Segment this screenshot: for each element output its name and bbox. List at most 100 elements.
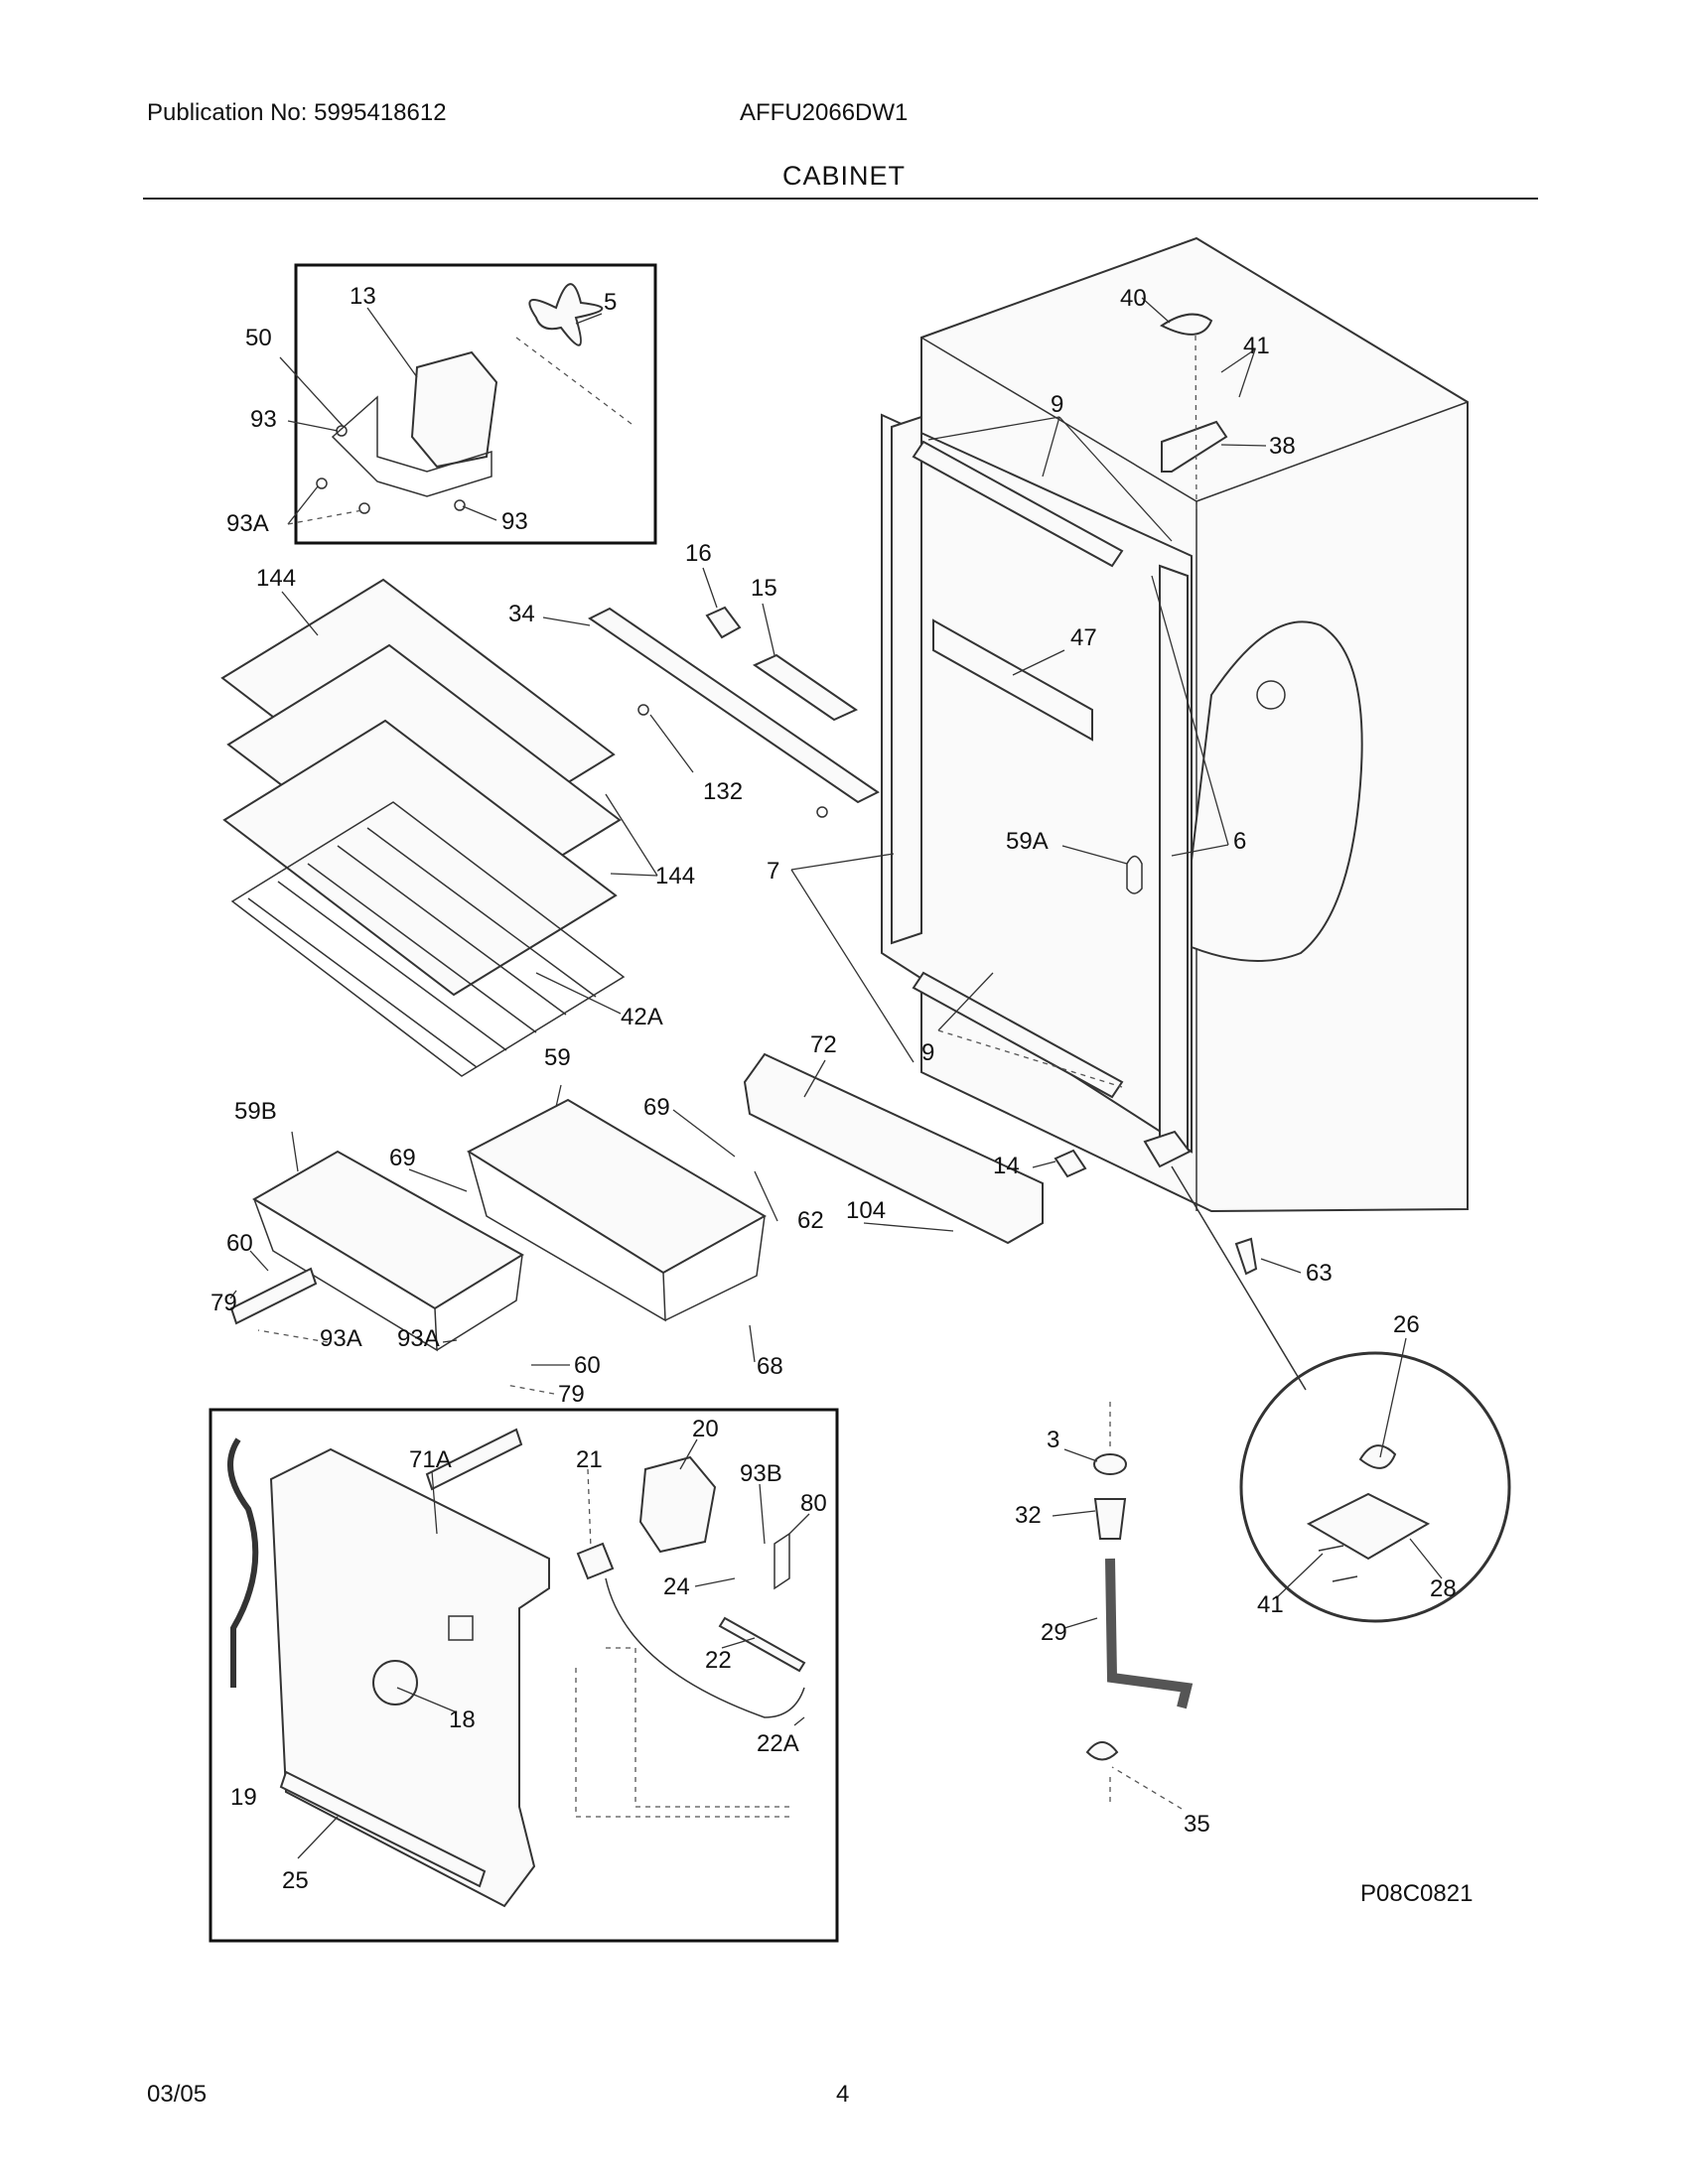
hinge-detail-circle bbox=[1239, 1351, 1511, 1623]
leader-59 bbox=[555, 1084, 562, 1108]
bracket-80 bbox=[774, 1532, 790, 1590]
leader-35 bbox=[1111, 1766, 1183, 1810]
callout-93-bottom: 93 bbox=[501, 508, 528, 535]
callout-79-left: 79 bbox=[211, 1290, 237, 1316]
footer-date: 03/05 bbox=[147, 2081, 208, 2108]
fan-dash-line bbox=[515, 337, 636, 428]
leader-59A bbox=[1061, 845, 1128, 865]
screw-93-bottom bbox=[454, 499, 466, 511]
baskets bbox=[229, 1052, 1302, 1491]
callout-25: 25 bbox=[282, 1867, 309, 1894]
leader-32 bbox=[1052, 1510, 1096, 1517]
leader-60a bbox=[249, 1250, 269, 1272]
callout-22: 22 bbox=[705, 1647, 732, 1674]
leader-9b-b bbox=[937, 1029, 1123, 1088]
leader-144b bbox=[605, 793, 658, 877]
wire-shelf-42A bbox=[230, 801, 626, 1077]
leader-93-top bbox=[287, 420, 339, 432]
leader-3 bbox=[1063, 1448, 1098, 1462]
light-bulb-15 bbox=[752, 653, 859, 722]
callout-59B: 59B bbox=[234, 1098, 277, 1125]
callout-41-bottom: 41 bbox=[1257, 1591, 1284, 1618]
leader-6 bbox=[1171, 844, 1229, 857]
leader-93Ab bbox=[257, 1329, 329, 1343]
basket-support-60-left bbox=[229, 1267, 318, 1325]
callout-93A-left: 93A bbox=[320, 1325, 362, 1352]
callout-13: 13 bbox=[350, 283, 376, 310]
leader-132 bbox=[649, 714, 694, 773]
callout-68: 68 bbox=[757, 1353, 783, 1380]
light-shield-34 bbox=[588, 607, 880, 804]
leader-21 bbox=[587, 1468, 592, 1550]
cabinet-body bbox=[790, 236, 1469, 1391]
plug-3 bbox=[1093, 1453, 1127, 1475]
heater-cover-20 bbox=[638, 1455, 717, 1554]
callout-26: 26 bbox=[1393, 1311, 1420, 1338]
callout-69-left: 69 bbox=[389, 1145, 416, 1171]
callout-14: 14 bbox=[993, 1153, 1020, 1179]
callout-29: 29 bbox=[1041, 1619, 1067, 1646]
callout-60-right: 60 bbox=[574, 1352, 601, 1379]
leader-59B bbox=[291, 1131, 299, 1172]
footer-page-number: 4 bbox=[836, 2081, 850, 2108]
callout-59: 59 bbox=[544, 1044, 571, 1071]
callout-7: 7 bbox=[767, 858, 779, 885]
callout-9-bottom: 9 bbox=[921, 1039, 934, 1066]
callout-38: 38 bbox=[1269, 433, 1296, 460]
callout-35: 35 bbox=[1184, 1811, 1210, 1838]
leader-5 bbox=[575, 313, 603, 325]
hinge-detail bbox=[1239, 1337, 1511, 1623]
callout-71A: 71A bbox=[409, 1446, 452, 1473]
leader-144a bbox=[281, 591, 319, 636]
callout-69-right: 69 bbox=[643, 1094, 670, 1121]
liner-opening bbox=[881, 413, 1193, 1154]
callout-24: 24 bbox=[663, 1573, 690, 1600]
callout-62: 62 bbox=[797, 1207, 824, 1234]
model-number: AFFU2066DW1 bbox=[740, 99, 909, 126]
callout-132: 132 bbox=[703, 778, 743, 805]
callout-93B: 93B bbox=[740, 1460, 782, 1487]
evaporator-inset-frame bbox=[209, 1408, 839, 1943]
leader-144b-b bbox=[610, 873, 658, 877]
leader-69a bbox=[672, 1109, 736, 1158]
shelf-144-bottom bbox=[222, 719, 618, 997]
screw-93-bottom-left bbox=[358, 502, 370, 514]
leader-79a bbox=[229, 1290, 237, 1299]
drain-tube-32 bbox=[1093, 1498, 1127, 1540]
callout-80: 80 bbox=[800, 1490, 827, 1517]
breaker-strip-left bbox=[891, 415, 922, 945]
leader-7 bbox=[790, 853, 895, 871]
clip-59A bbox=[1126, 855, 1143, 894]
leveler-63 bbox=[1234, 1237, 1258, 1276]
callout-32: 32 bbox=[1015, 1502, 1042, 1529]
header-rule bbox=[143, 198, 1538, 200]
hinge-cover-40 bbox=[1160, 313, 1213, 336]
callout-5: 5 bbox=[604, 289, 617, 316]
callout-19: 19 bbox=[230, 1784, 257, 1811]
callout-60-left: 60 bbox=[226, 1230, 253, 1257]
leader-13 bbox=[366, 307, 418, 378]
leader-42A bbox=[535, 972, 622, 1015]
leader-63 bbox=[1260, 1258, 1302, 1274]
publication-number: Publication No: 5995418612 bbox=[147, 99, 447, 126]
hinge-plate-28 bbox=[1306, 1492, 1431, 1561]
drain-pan-clip-35 bbox=[1085, 1741, 1119, 1761]
drain-hose-29 bbox=[1105, 1558, 1194, 1709]
leader-80 bbox=[788, 1513, 810, 1535]
heater-22 bbox=[718, 1616, 806, 1673]
gasket-19 bbox=[227, 1437, 259, 1688]
leader-20 bbox=[679, 1438, 698, 1470]
top-hinge-38 bbox=[1161, 420, 1228, 473]
callout-28: 28 bbox=[1430, 1575, 1457, 1602]
evaporator-inset bbox=[209, 1408, 839, 1943]
motor-bracket bbox=[331, 395, 492, 497]
callout-18: 18 bbox=[449, 1706, 476, 1733]
leader-28 bbox=[1409, 1538, 1443, 1579]
leader-72 bbox=[803, 1059, 826, 1098]
leader-18 bbox=[396, 1687, 458, 1713]
leader-34 bbox=[542, 616, 591, 626]
callout-41-top: 41 bbox=[1243, 333, 1270, 359]
switch-14 bbox=[1054, 1149, 1087, 1178]
leader-104 bbox=[863, 1222, 954, 1232]
